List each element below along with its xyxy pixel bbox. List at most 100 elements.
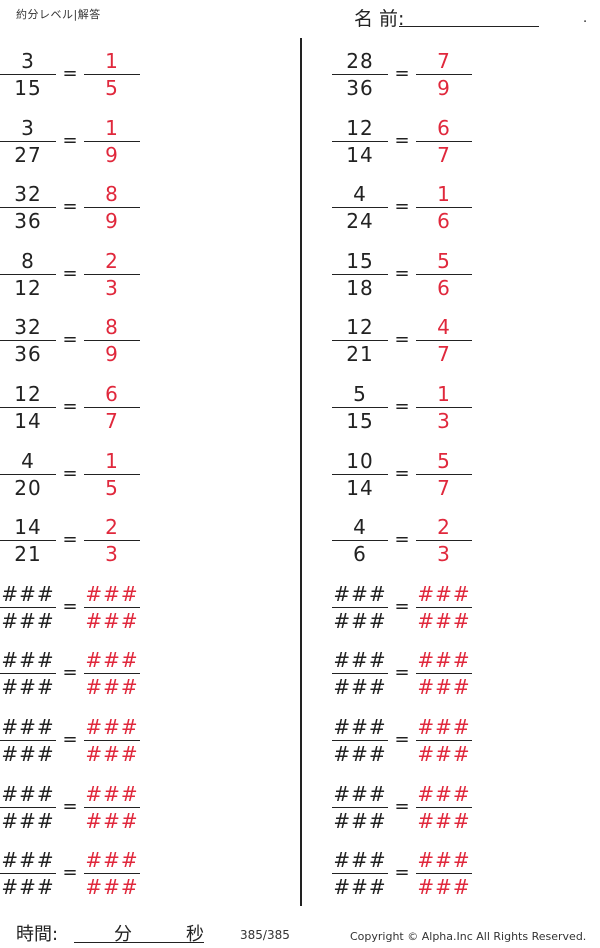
answer-numerator: ### — [417, 782, 471, 806]
question-numerator: 12 — [346, 116, 374, 140]
question-numerator: 3 — [21, 49, 35, 73]
question-numerator: ### — [1, 782, 55, 806]
question-fraction: ###### — [0, 645, 56, 701]
question-denominator: 18 — [346, 276, 374, 300]
fraction-bar — [332, 873, 388, 874]
answer-numerator: 1 — [105, 449, 119, 473]
equals-sign: = — [62, 263, 78, 284]
question-denominator: ### — [333, 675, 387, 699]
question-denominator: 36 — [14, 342, 42, 366]
problem-item: ######=###### — [332, 845, 482, 901]
fraction-bar — [416, 474, 472, 475]
fraction-bar — [416, 540, 472, 541]
equals-sign: = — [394, 596, 410, 617]
name-dot: . — [583, 11, 588, 26]
equals-sign: = — [394, 329, 410, 350]
fraction-bar — [0, 673, 56, 674]
fraction-bar — [416, 407, 472, 408]
fraction-bar — [84, 207, 140, 208]
question-numerator: 15 — [346, 249, 374, 273]
problem-item: ######=###### — [332, 779, 482, 835]
answer-denominator: ### — [85, 809, 139, 833]
answer-denominator: ### — [85, 609, 139, 633]
equals-sign: = — [394, 63, 410, 84]
equals-sign: = — [394, 662, 410, 683]
answer-fraction: ### ### — [84, 779, 140, 835]
fraction-bar — [0, 474, 56, 475]
question-numerator: 8 — [21, 249, 35, 273]
answer-numerator: ### — [85, 648, 139, 672]
fraction-bar — [332, 274, 388, 275]
question-numerator: 28 — [346, 49, 374, 73]
fraction-bar — [84, 873, 140, 874]
answer-fraction: ###### — [84, 579, 140, 635]
problem-item: ### ### = ### ### — [0, 779, 150, 835]
second-label: 秒 — [186, 924, 204, 945]
fraction-bar — [332, 74, 388, 75]
answer-denominator: 3 — [105, 542, 119, 566]
question-fraction: ### ### — [332, 779, 388, 835]
question-denominator: 12 — [14, 276, 42, 300]
fraction-bar — [332, 540, 388, 541]
equals-sign: = — [62, 596, 78, 617]
answer-denominator: ### — [85, 875, 139, 899]
question-numerator: ### — [1, 715, 55, 739]
question-denominator: 15 — [346, 409, 374, 433]
answer-fraction: ###### — [84, 845, 140, 901]
fraction-bar — [84, 807, 140, 808]
question-numerator: ### — [1, 848, 55, 872]
equals-sign: = — [62, 796, 78, 817]
answer-numerator: ### — [85, 782, 139, 806]
fraction-bar — [332, 740, 388, 741]
equals-sign: = — [62, 729, 78, 750]
fraction-bar — [416, 74, 472, 75]
fraction-bar — [84, 474, 140, 475]
question-numerator: 14 — [14, 515, 42, 539]
equals-sign: = — [394, 529, 410, 550]
question-denominator: ### — [1, 742, 55, 766]
fraction-bar — [332, 807, 388, 808]
fraction-bar — [332, 474, 388, 475]
question-numerator: ### — [1, 648, 55, 672]
answer-denominator: ### — [85, 742, 139, 766]
question-numerator: ### — [333, 715, 387, 739]
answer-fraction: ###### — [416, 845, 472, 901]
question-numerator: 5 — [353, 382, 367, 406]
question-numerator: ### — [333, 782, 387, 806]
name-underline — [399, 26, 539, 27]
fraction-bar — [0, 141, 56, 142]
time-area: 時間: 分 秒 — [16, 918, 216, 945]
question-denominator: ### — [1, 875, 55, 899]
question-denominator: ### — [333, 809, 387, 833]
answer-denominator: 6 — [437, 276, 451, 300]
question-numerator: 32 — [14, 182, 42, 206]
time-underline — [74, 942, 204, 943]
problem-item: ######=###### — [0, 845, 150, 901]
equals-sign: = — [394, 196, 410, 217]
question-numerator: 4 — [353, 515, 367, 539]
question-numerator: 4 — [21, 449, 35, 473]
equals-sign: = — [62, 196, 78, 217]
problem-item: ######=###### — [0, 645, 150, 701]
answer-denominator: ### — [417, 809, 471, 833]
time-label: 時間: — [16, 924, 59, 945]
equals-sign: = — [62, 396, 78, 417]
question-denominator: ### — [333, 742, 387, 766]
fraction-bar — [84, 607, 140, 608]
question-denominator: 27 — [14, 143, 42, 167]
answer-numerator: 8 — [105, 315, 119, 339]
